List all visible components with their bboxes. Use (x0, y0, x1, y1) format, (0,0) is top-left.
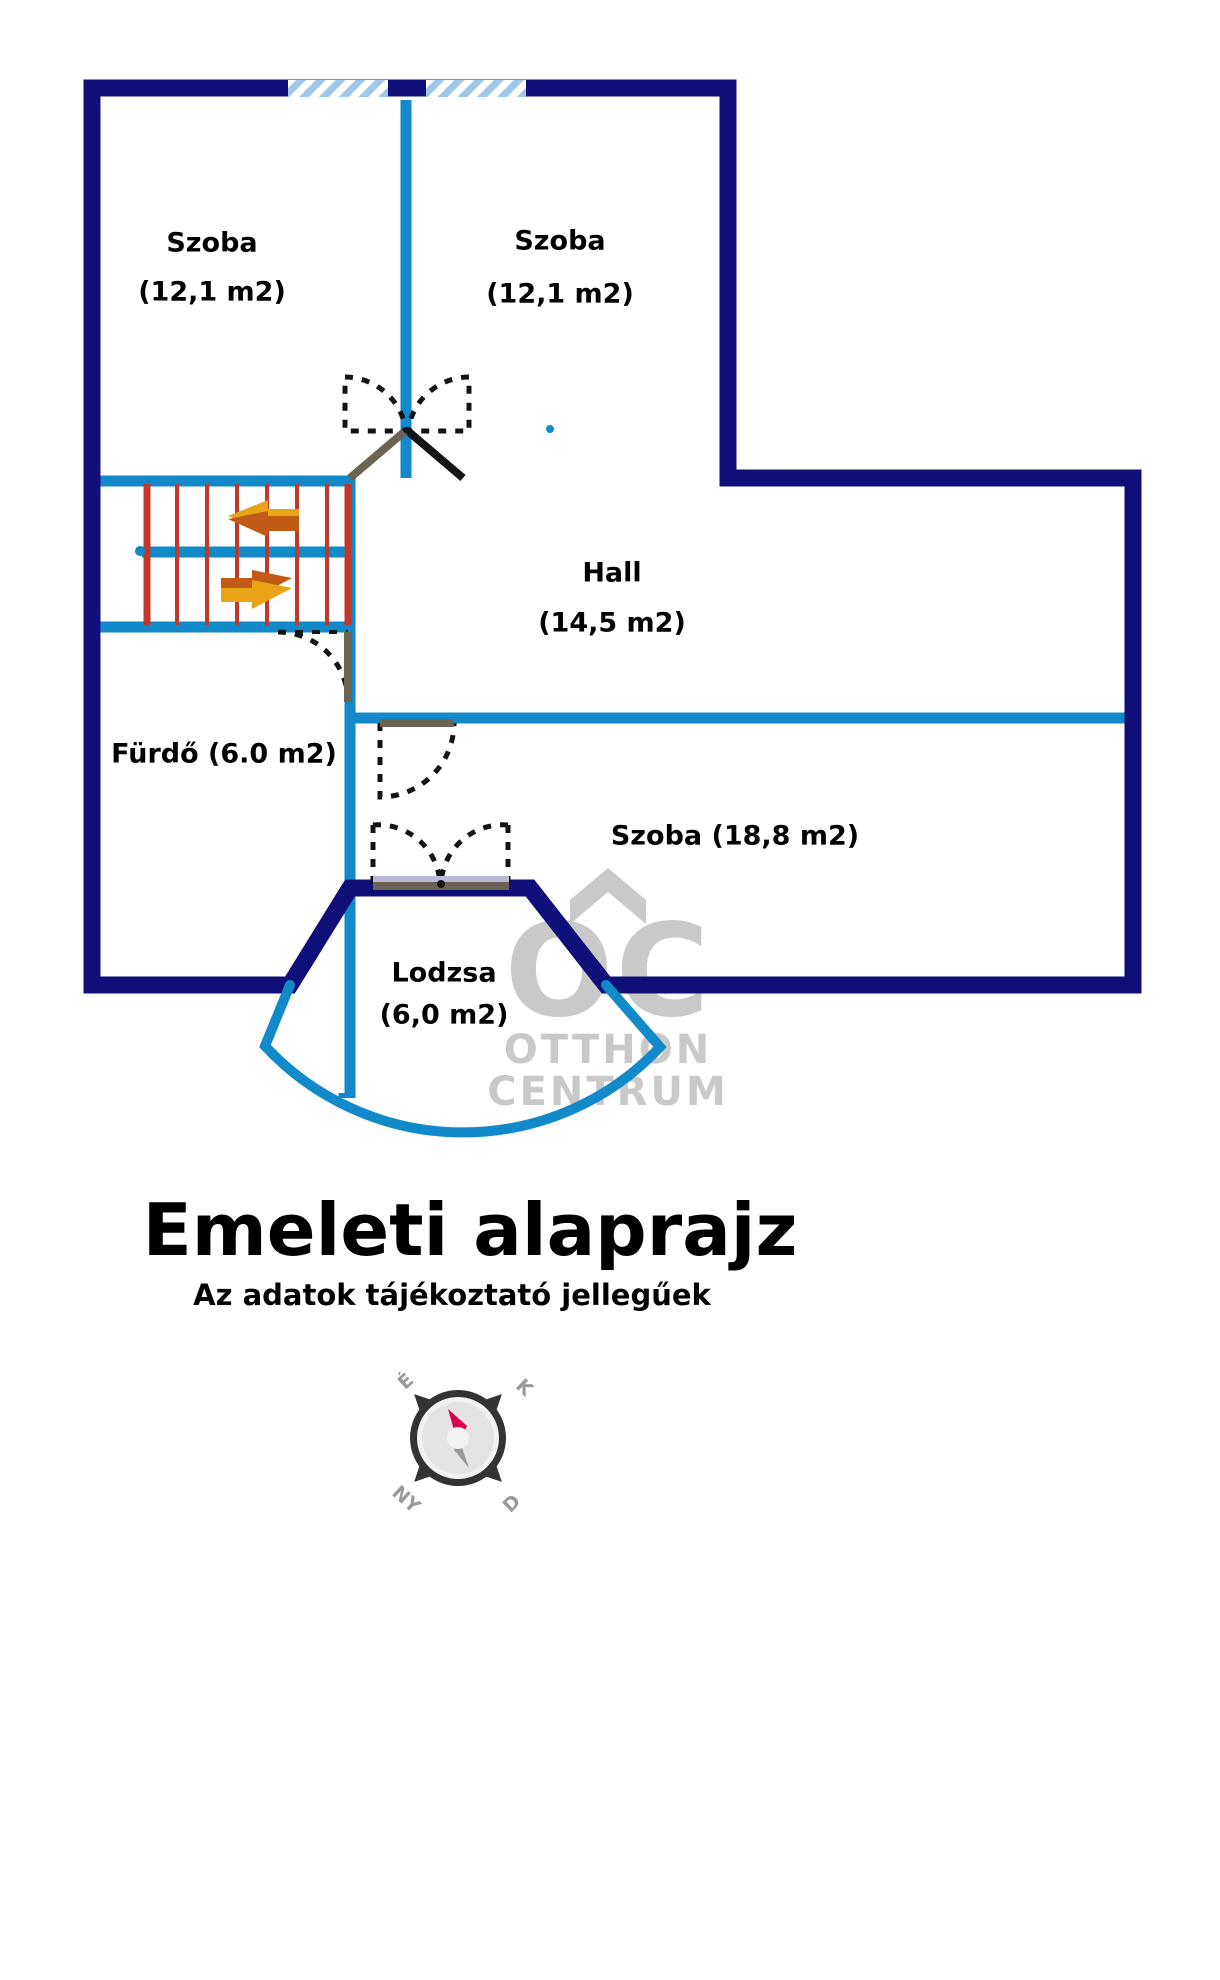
lodzsa-right-splay (523, 882, 613, 991)
door-furdo-hall (277, 629, 352, 703)
stair-arrow-up-icon (228, 500, 299, 537)
lodzsa-left-splay (282, 883, 358, 990)
door-szoba3-lodzsa (370, 822, 511, 890)
door-threshold (373, 876, 509, 882)
window-szoba1 (288, 80, 388, 97)
door-swing-arc (405, 374, 472, 434)
door-hinge-point (437, 880, 445, 888)
door-leaf (347, 428, 407, 482)
door-szoba1-hall (342, 374, 409, 482)
compass-label-west: NY (388, 1481, 425, 1517)
door-szoba2-hall (405, 374, 472, 482)
room-label-lodzsa-area: (6,0 m2) (380, 1000, 509, 1031)
room-labels: Szoba (12,1 m2) Szoba (12,1 m2) Hall (14… (111, 226, 859, 1031)
room-label-szoba-1-area: (12,1 m2) (138, 277, 286, 308)
stair-arrow-down-icon (221, 570, 292, 609)
window-szoba2 (426, 80, 526, 97)
doors (277, 374, 511, 890)
door-swing-arc (377, 722, 457, 800)
watermark-monogram: OC (505, 897, 712, 1046)
room-label-hall-area: (14,5 m2) (538, 608, 686, 639)
windows (288, 80, 526, 97)
door-hall-szoba3 (377, 719, 457, 800)
page-title: Emeleti alaprajz (143, 1188, 798, 1272)
lodzsa-rail-arc (259, 980, 667, 1138)
watermark-roof-icon (570, 868, 646, 924)
compass-rose: É K D NY (388, 1368, 538, 1518)
room-label-hall-name: Hall (582, 558, 641, 589)
door-leaf (406, 428, 466, 482)
room-label-lodzsa-name: Lodzsa (391, 958, 496, 989)
page-subtitle: Az adatok tájékoztató jellegűek (193, 1278, 711, 1312)
door-swing-arc-right (438, 822, 511, 885)
door-swing-arc-left (370, 822, 443, 885)
room-label-szoba-2-name: Szoba (514, 226, 605, 257)
marker-dot (546, 425, 554, 433)
door-swing-arc (277, 629, 351, 703)
door-swing-arc (342, 374, 409, 434)
compass-label-south: D (499, 1490, 526, 1517)
marker-dots (135, 425, 554, 556)
room-label-szoba-1-name: Szoba (166, 228, 257, 259)
compass-hub (447, 1427, 469, 1449)
compass-label-east: K (511, 1375, 538, 1402)
stair-treads-upper (143, 484, 352, 625)
watermark-line-1: OTTHON (504, 1027, 712, 1073)
compass-label-north: É (393, 1368, 418, 1394)
room-label-szoba-2-area: (12,1 m2) (486, 279, 634, 310)
marker-dot (135, 546, 145, 556)
staircase (143, 484, 352, 625)
watermark-otthon-centrum: OC OTTHON CENTRUM (487, 868, 726, 1115)
room-label-furdo: Fürdő (6.0 m2) (111, 739, 337, 770)
room-label-szoba-3: Szoba (18,8 m2) (611, 821, 859, 852)
lodzsa-balustrade (259, 980, 667, 1138)
